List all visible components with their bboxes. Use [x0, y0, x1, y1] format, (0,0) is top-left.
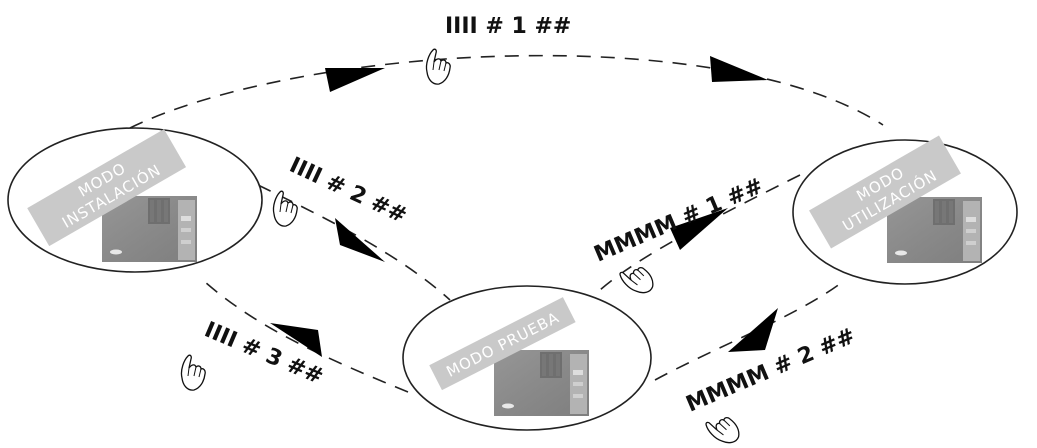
arrowhead-install-to-usage-1	[325, 68, 385, 92]
code-usage-to-test: MMMM # 1 ##	[591, 174, 768, 268]
device-photo-test	[494, 350, 589, 416]
hand-pointer-icon	[701, 408, 745, 448]
code-test-to-install: IIII # 3 ##	[201, 318, 327, 390]
path-install-to-usage	[129, 54, 884, 129]
code-test-to-usage: MMMM # 2 ##	[683, 324, 860, 418]
hand-pointer-icon	[425, 48, 451, 85]
code-install-to-usage: IIII # 1 ##	[445, 14, 571, 39]
mode-usage-label-box	[809, 135, 961, 249]
path-test-to-install	[204, 281, 409, 393]
hand-pointer-icon	[180, 354, 206, 391]
path-install-to-test	[257, 184, 451, 301]
arrowhead-install-to-usage-2	[710, 56, 768, 82]
arrowhead-install-to-test	[335, 218, 385, 262]
mode-installation-label-box	[27, 129, 187, 247]
mode-test-node: MODO PRUEBA	[402, 285, 652, 431]
mode-usage-node: MODO UTILIZACIÓN	[792, 135, 1018, 285]
mode-test-label-box	[429, 297, 576, 391]
hand-pointer-icon	[615, 258, 659, 299]
path-test-to-usage	[654, 279, 846, 381]
code-install-to-test: IIII # 2 ##	[285, 153, 410, 229]
mode-installation-node: MODO INSTALACIÓN	[7, 127, 263, 273]
arrowhead-test-to-install	[270, 323, 322, 357]
hand-pointer-icon	[272, 190, 298, 227]
arrowhead-test-to-usage	[728, 308, 778, 352]
arrowhead-usage-to-test	[670, 208, 728, 250]
